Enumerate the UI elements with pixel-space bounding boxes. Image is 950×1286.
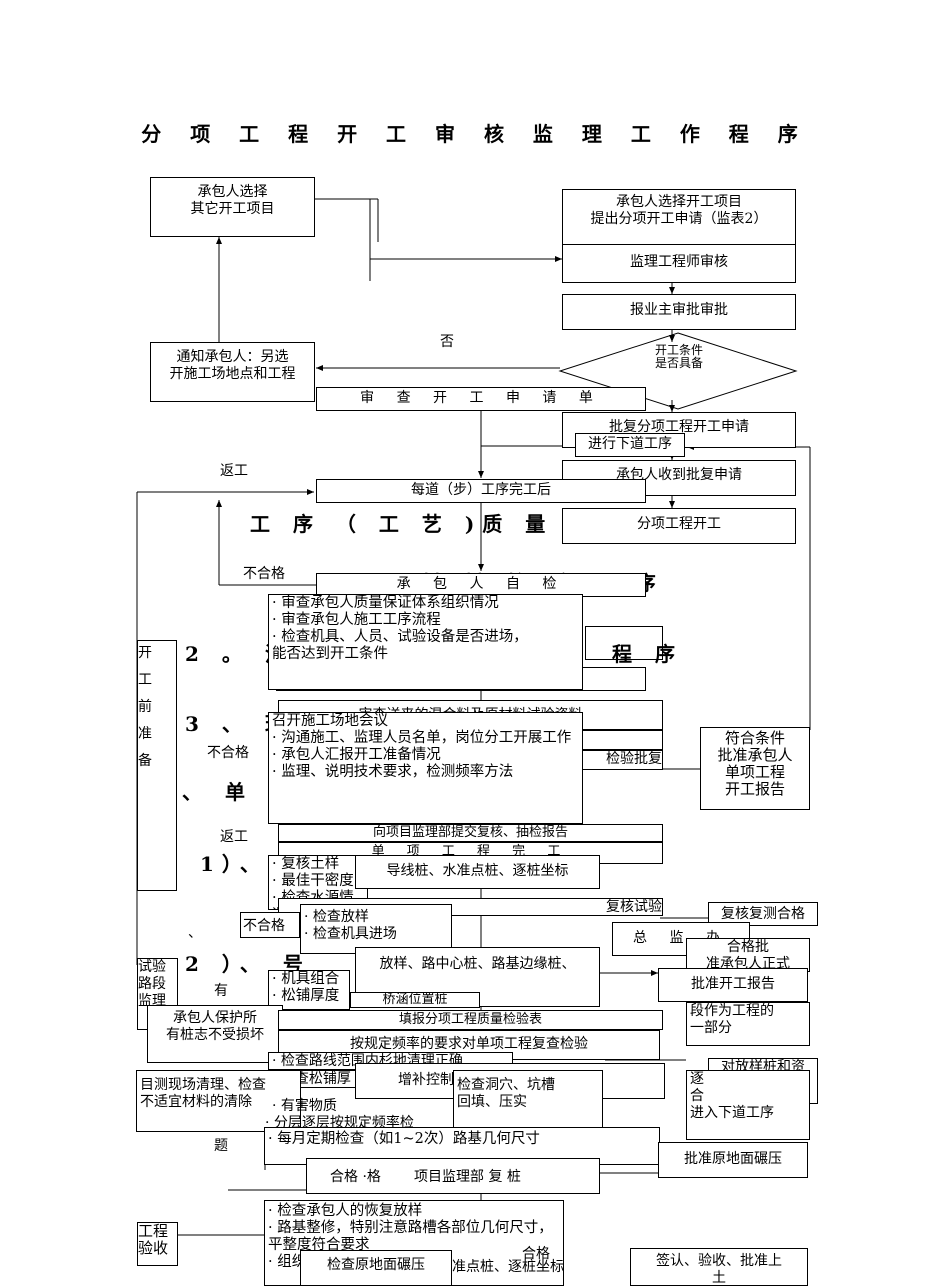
project-accept-box: 工程 验收 — [137, 1222, 178, 1266]
check-ground-box: 检查原地面碾压 — [300, 1250, 452, 1286]
approved-formal-box: 合格批 准承包人正式 — [686, 938, 810, 972]
approve-start-box: 批准开工报告 — [658, 968, 808, 1002]
prep-column — [137, 640, 177, 891]
contractor-select-start-box: 承包人选择开工项目 提出分项开工申请（监表2） — [562, 189, 796, 245]
heading-concrete-tail: 程 序 — [612, 642, 683, 666]
unqualified-label-2: 不合格 — [207, 745, 249, 761]
site-meeting-box: 召开施工场地会议 · 沟通施工、监理人员名单，岗位分工开展工作 · 承包人汇报开… — [268, 712, 583, 824]
hole-check-box: 检查洞穴、坑槽 回填、压实 — [453, 1070, 603, 1130]
each-process-done-box: 每道（步）工序完工后 — [316, 479, 646, 503]
project-recheck-box — [306, 1158, 600, 1194]
subitem-start-box: 分项工程开工 — [562, 508, 796, 544]
guide-piles-box: 导线桩、水准点桩、逐桩坐标 — [355, 855, 600, 889]
next-process-box: 进行下道工序 — [575, 433, 685, 457]
sign-accept-box: 签认、验收、批准上 土 — [630, 1248, 808, 1286]
condition-question: 开工条件 是否具备 — [654, 343, 703, 370]
owner-approve-box: 报业主审批审批 — [562, 294, 796, 330]
contractor-select-other-box: 承包人选择 其它开工项目 — [150, 177, 315, 237]
approve-ground-box: 批准原地面碾压 — [658, 1142, 808, 1178]
contractor-selfcheck-box: 承 包 人 自 检 — [316, 573, 646, 597]
quality-system-box: · 审查承包人质量保证体系组织情况 · 审查承包人施工工序流程 · 检查机具、人… — [268, 594, 583, 690]
no-label: 否 — [440, 334, 454, 350]
contractor-receive-box: 承包人收到批复申请 — [562, 460, 796, 496]
project-recheck-label: 项目监理部 复 桩 — [414, 1169, 521, 1185]
review-application-box: 审 查 开 工 申 请 单 — [316, 387, 646, 411]
unqualified-label: 不合格 — [243, 566, 285, 582]
heading-item-1: 1）、 — [200, 852, 268, 876]
concrete-tail-box — [585, 626, 663, 660]
notify-contractor-box: 通知承包人：另选 开施工场地点和工程 — [150, 342, 315, 402]
rework-label: 返工 — [220, 463, 248, 479]
comma-label: 、 — [188, 925, 202, 941]
test-section-box: 试验 路段 监理 — [137, 958, 178, 1030]
problem-label: 题 — [214, 1138, 228, 1154]
prep-vertical-text: 开工前准备 — [138, 645, 152, 769]
harmful-label: · 有害物质 — [272, 1098, 337, 1114]
level-piles-label: 准点桩、逐桩坐标 — [452, 1259, 564, 1275]
rework-label-2: 返工 — [220, 829, 248, 845]
qualified-label: 合格 — [522, 1246, 550, 1262]
unqualified-label-3: 不合格 — [243, 918, 285, 934]
protect-piles-box: 承包人保护所 有桩志不受损坏 — [147, 1005, 283, 1063]
report-review-box: 向项目监理部提交复核、抽检报告 — [278, 824, 663, 842]
quality-form-2-box: 填报分项工程质量检验表 — [278, 1010, 663, 1030]
bridge-pos-box: 桥涵位置桩 — [350, 992, 480, 1008]
visual-check-box: 目测现场清理、检查 不适宜材料的清除 — [136, 1070, 301, 1132]
yes-side-label: 有 — [214, 983, 228, 999]
gradually-ok-box: 逐 合 进入下道工序 — [686, 1070, 810, 1140]
page-title: 分 项 工 程 开 工 审 核 监 理 工 作 程 序 — [141, 122, 809, 146]
machine-box: · 机具组合 · 松铺厚度 — [268, 970, 350, 1010]
engineer-review-box: 监理工程师审核 — [562, 244, 796, 283]
as-part-box: 段作为工程的 一部分 — [686, 1002, 810, 1046]
qualified-2-label: 合格 ·格 — [330, 1169, 381, 1185]
conform-box: 符合条件 批准承包人 单项工程 开工报告 — [700, 727, 810, 810]
unqualified-box-3 — [240, 912, 300, 938]
